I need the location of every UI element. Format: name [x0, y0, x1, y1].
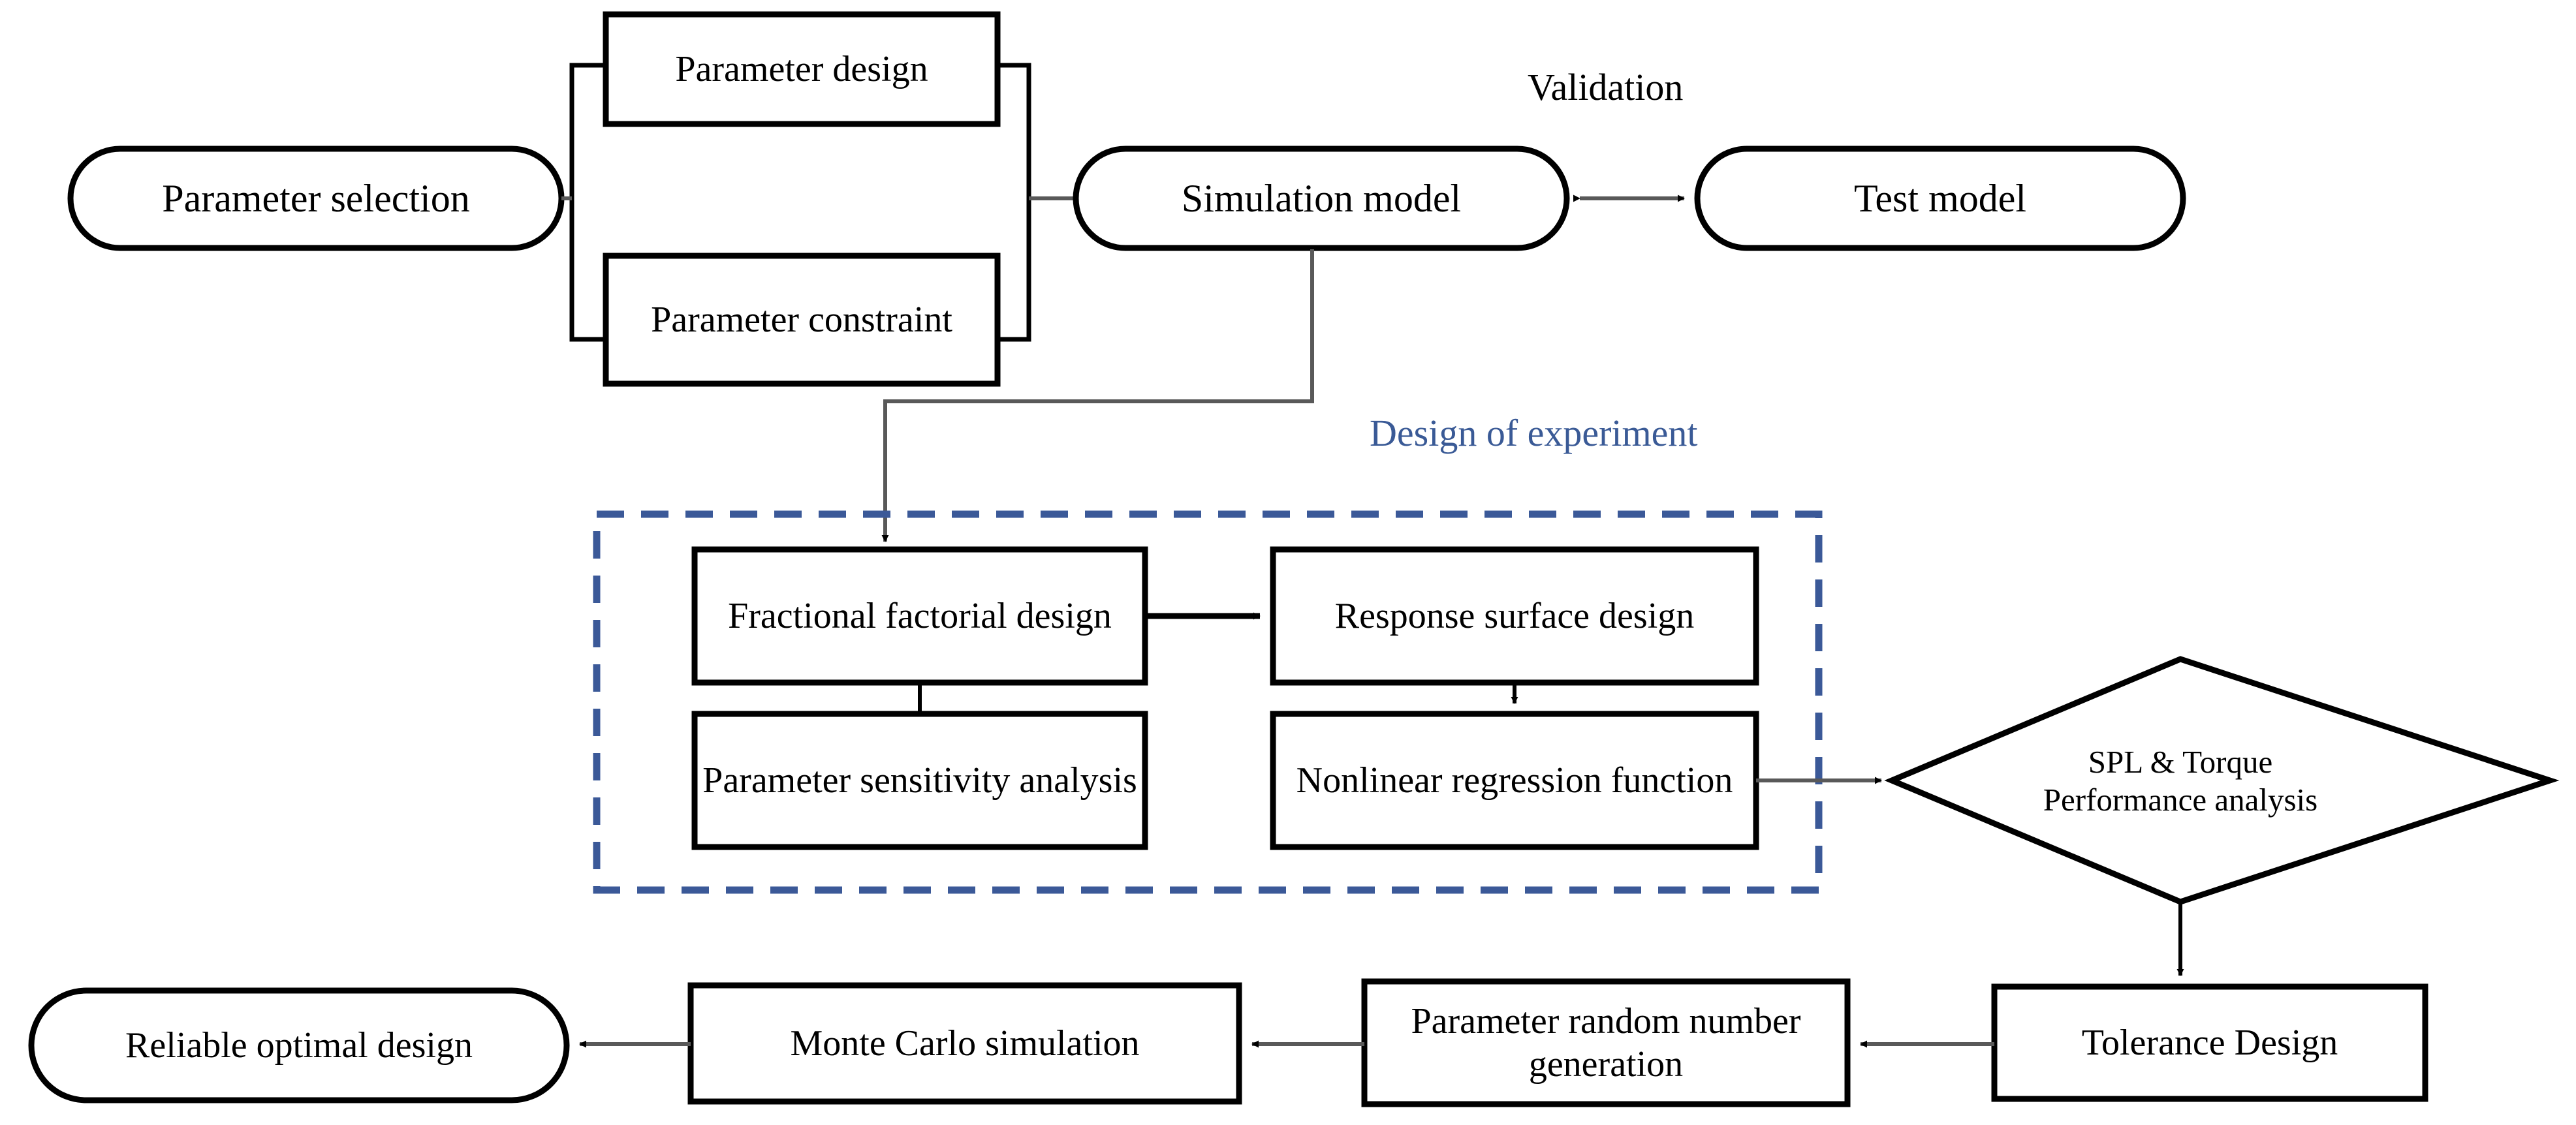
validation-label: Validation [1528, 66, 1684, 108]
node-parameter-random-number-generation[interactable] [1361, 978, 1851, 1107]
node-test-model[interactable] [1694, 146, 2186, 251]
bracket-left [569, 63, 606, 342]
node-tolerance-design[interactable] [1991, 983, 2428, 1102]
node-parameter-sensitivity-analysis[interactable] [691, 711, 1148, 850]
node-fractional-factorial-design[interactable] [691, 546, 1148, 686]
bracket-right [997, 63, 1031, 342]
node-monte-carlo-simulation[interactable] [687, 982, 1242, 1105]
design-of-experiment-label: Design of experiment [1370, 412, 1698, 454]
node-parameter-selection[interactable] [67, 146, 565, 251]
node-response-surface-design[interactable] [1270, 546, 1759, 686]
node-parameter-constraint[interactable] [603, 253, 1001, 387]
node-spl-torque-performance-analysis[interactable] [1884, 656, 2560, 905]
node-nonlinear-regression-function[interactable] [1270, 711, 1759, 850]
node-reliable-optimal-design[interactable] [28, 987, 570, 1103]
node-parameter-design[interactable] [603, 11, 1001, 127]
node-simulation-model[interactable] [1073, 146, 1570, 251]
edge-simulation-to-fractional [881, 249, 1314, 542]
